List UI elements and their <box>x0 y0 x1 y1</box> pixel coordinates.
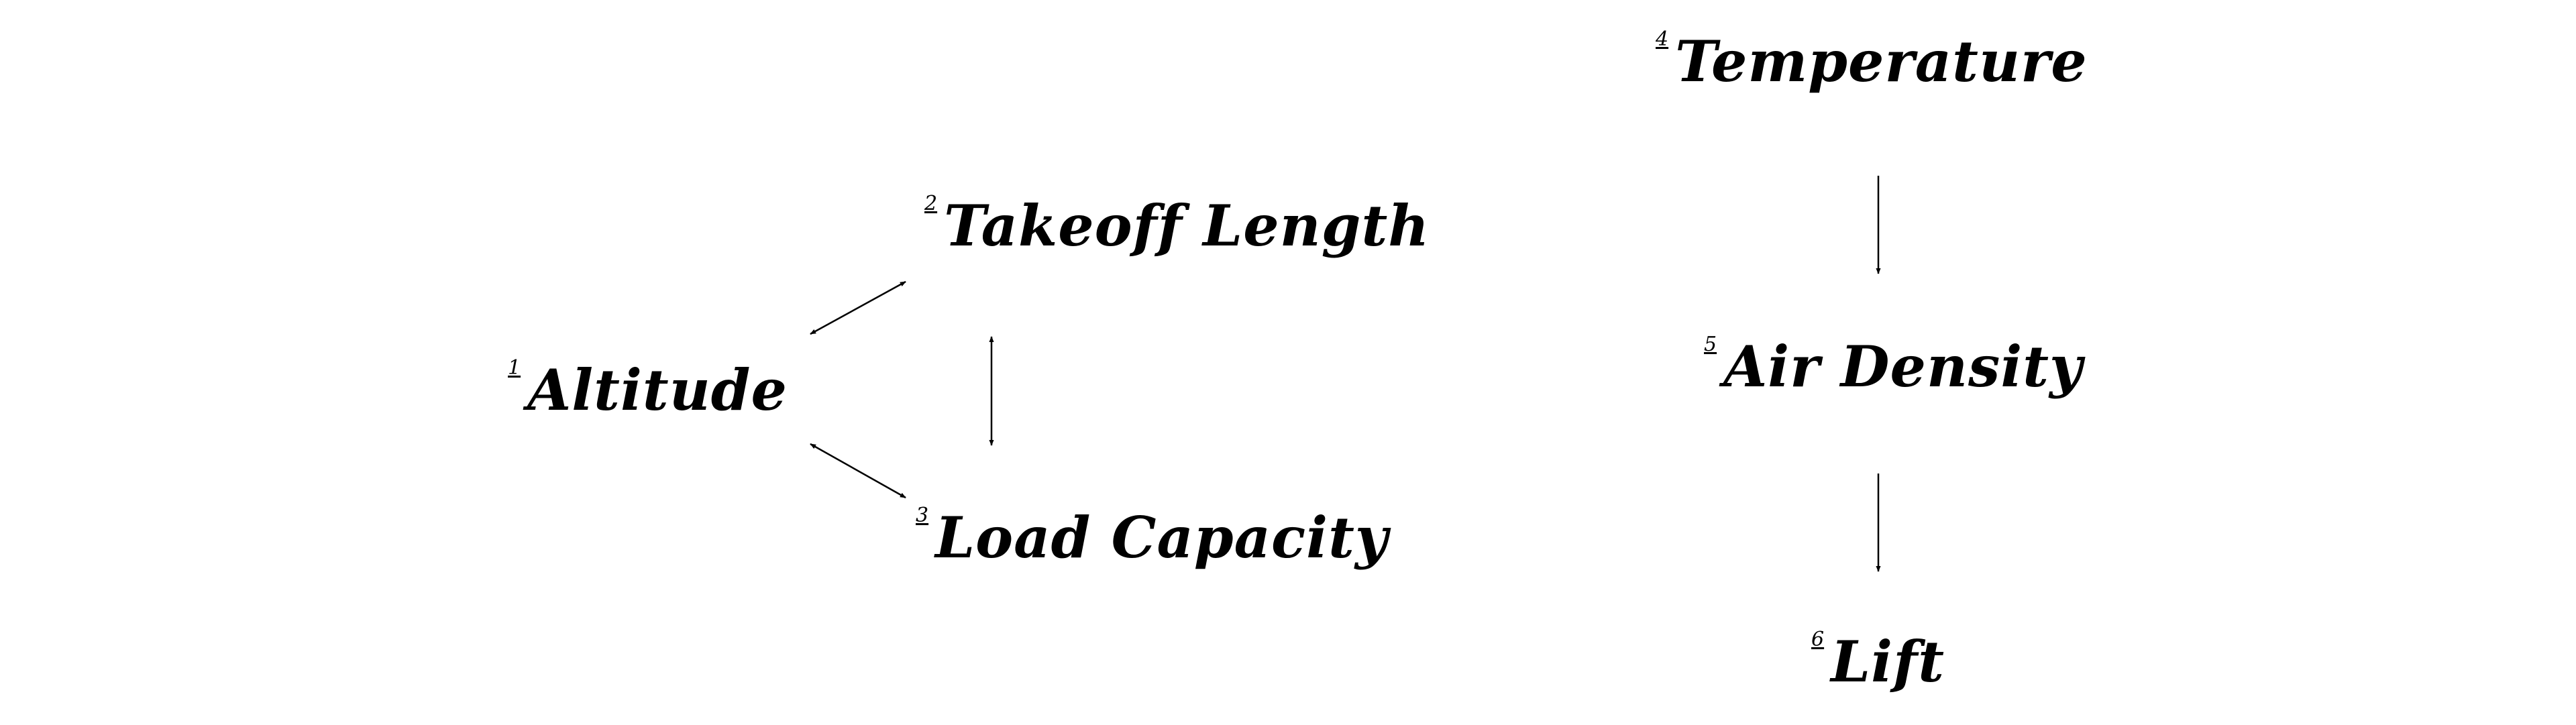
node-number: 3 <box>916 504 929 527</box>
node-number: 4 <box>1656 27 1669 51</box>
node-number: 5 <box>1704 333 1717 356</box>
edge-altitude-takeoff-length <box>810 280 906 335</box>
node-number: 6 <box>1811 628 1825 651</box>
node-label: Air Density <box>1723 333 2083 400</box>
node-number: 2 <box>924 192 938 215</box>
node-label: Altitude <box>527 357 788 423</box>
node-label: Lift <box>1831 628 1945 695</box>
edge-altitude-load-capacity <box>810 443 906 499</box>
node-number: 1 <box>508 356 521 380</box>
node-label: Takeoff Length <box>944 192 1430 259</box>
node-label: Load Capacity <box>935 504 1389 571</box>
node-label: Temperature <box>1675 28 2088 95</box>
